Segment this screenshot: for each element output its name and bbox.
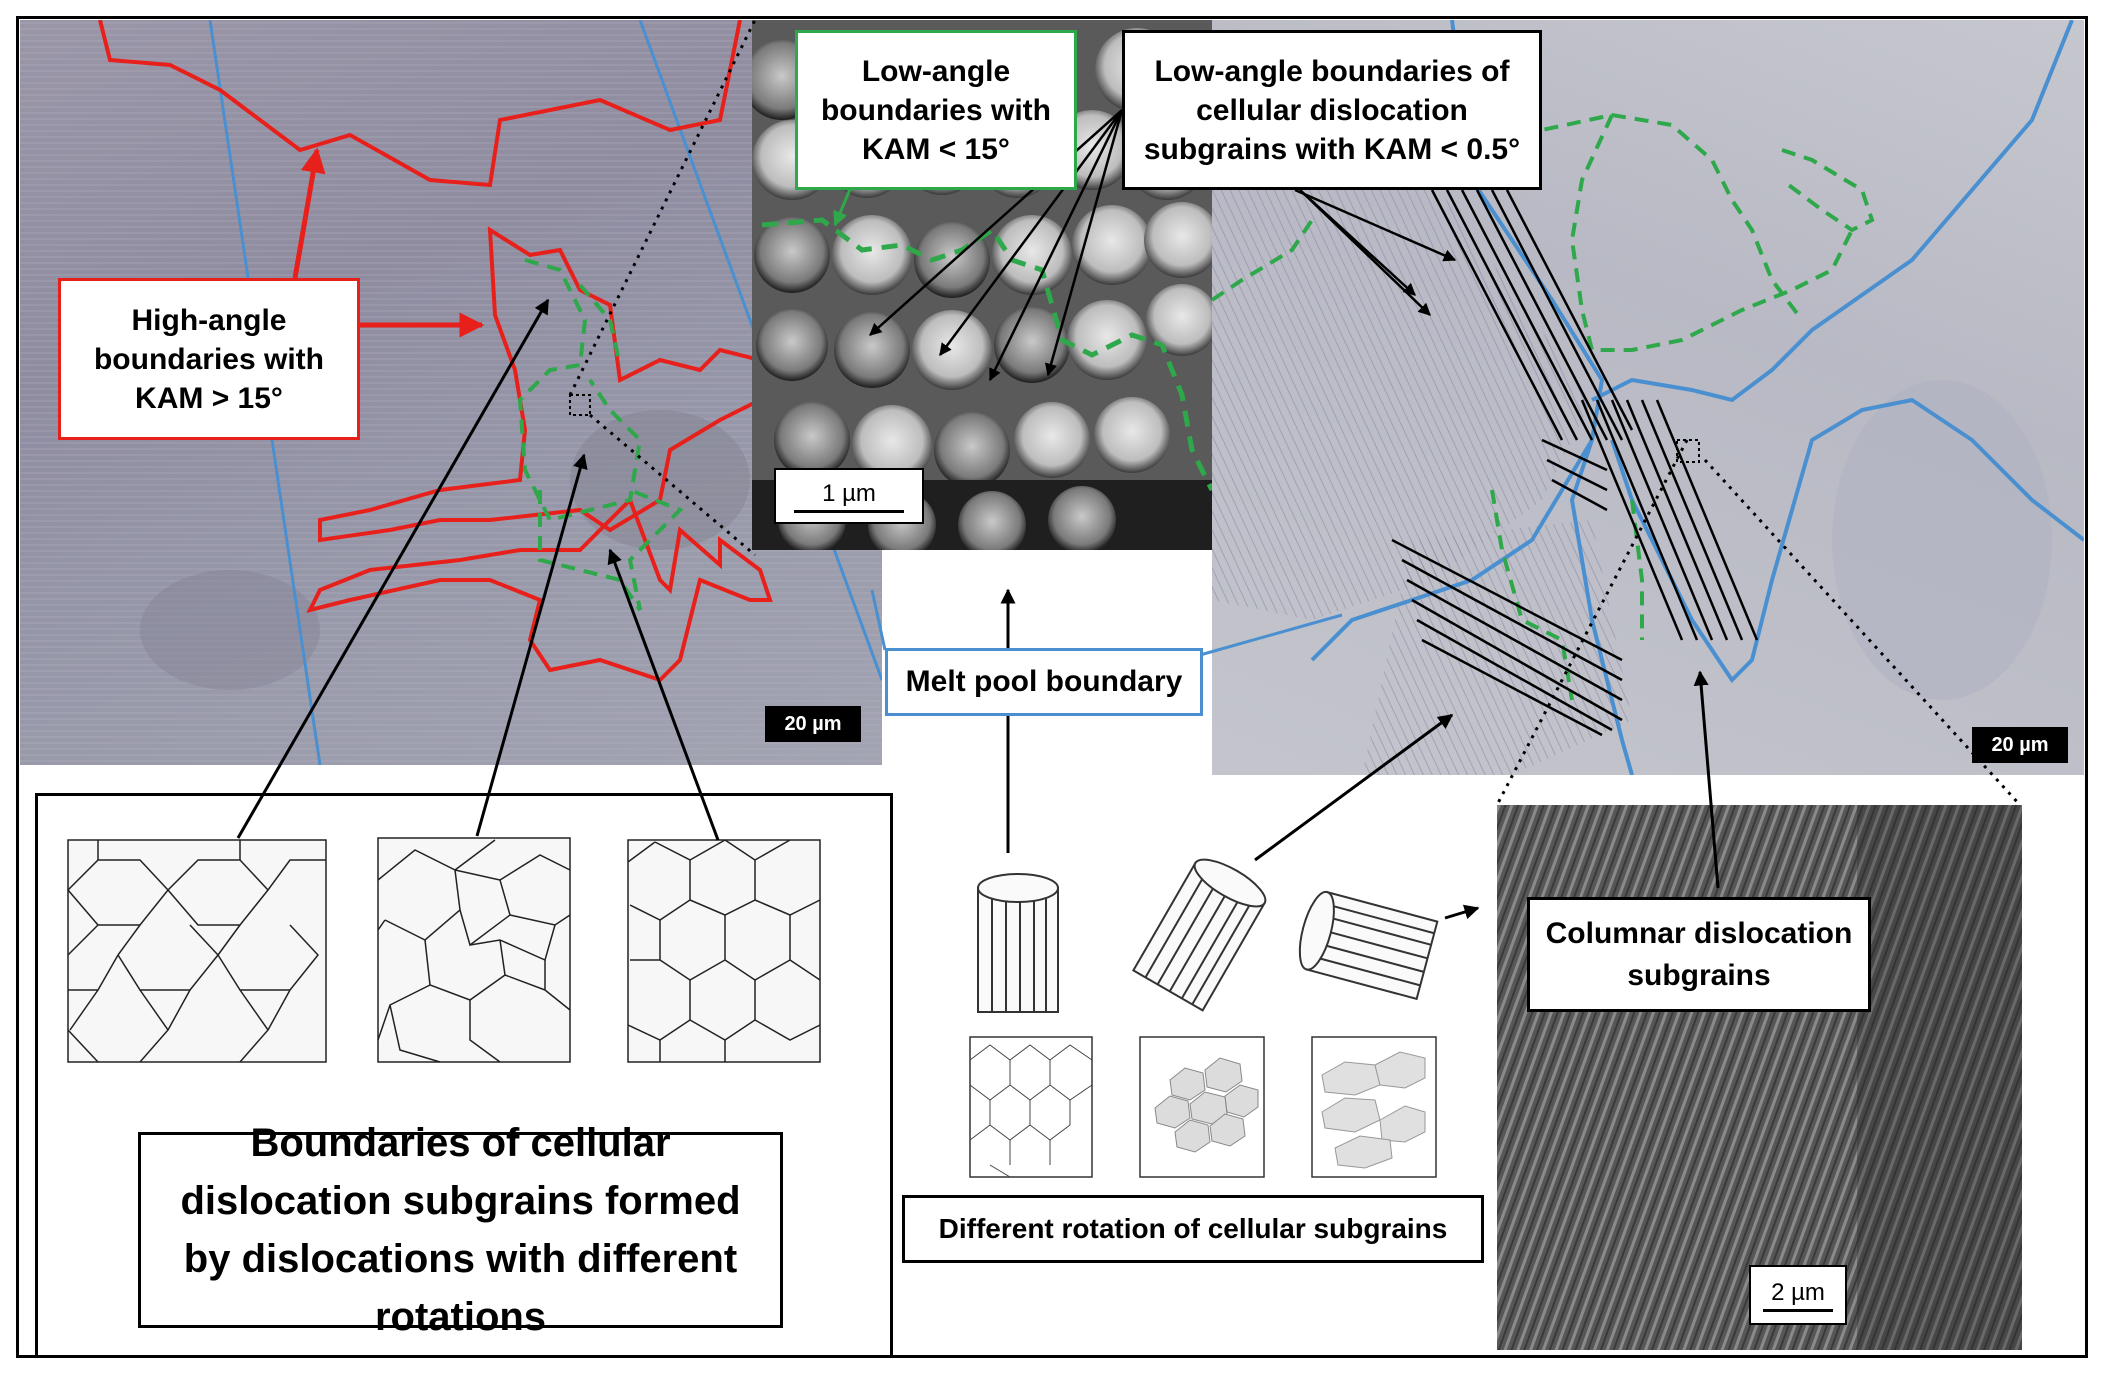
cylinder-bundle-tilted <box>1131 858 1267 1012</box>
cross-section-horizontal <box>1311 1036 1437 1178</box>
low-angle-boundary-tem <box>761 217 1212 492</box>
melt-pool-line <box>1610 397 2084 684</box>
right-micrograph-overlay <box>1212 20 2084 775</box>
high-angle-boundary <box>318 226 822 543</box>
cylinder-bundle-horizontal <box>1298 890 1439 1001</box>
label-low-angle-kam15: Low-angle boundaries with KAM < 15° <box>795 30 1077 190</box>
arrows-rotation <box>1000 588 1720 920</box>
zoom-lines <box>568 19 2022 807</box>
scale-bar-columnar: 2 µm <box>1749 1265 1847 1325</box>
melt-pool-line <box>1569 439 1634 775</box>
selection-square <box>569 394 591 416</box>
cross-section-tilted <box>1139 1036 1265 1178</box>
label-melt-pool: Melt pool boundary <box>885 648 1203 716</box>
columnar-inset: 2 µm <box>1497 805 2022 1350</box>
high-angle-boundary <box>98 20 742 188</box>
melt-pool-pointers <box>870 589 1343 657</box>
selection-square <box>1676 439 1700 463</box>
scale-bar-label: 20 µm <box>784 712 842 735</box>
label-columnar: Columnar dislocation subgrains <box>1527 897 1871 1012</box>
label-different-rotation: Different rotation of cellular subgrains <box>902 1195 1484 1263</box>
low-angle-boundary <box>538 488 684 612</box>
hexagon-grid-shifted <box>627 839 821 1063</box>
hexagon-grid-regular <box>66 839 327 1063</box>
hexagon-grid-rotated <box>377 837 571 1063</box>
columnar-inset-image <box>1497 805 2022 1350</box>
high-angle-boundary <box>306 496 773 683</box>
low-angle-boundary <box>1569 114 1854 352</box>
left-micrograph: 20 µm <box>20 20 882 765</box>
label-cellular-rotations: Boundaries of cellular dislocation subgr… <box>138 1121 783 1339</box>
columnar-lines <box>1391 189 1759 737</box>
scale-bar-label: 20 µm <box>1991 733 2049 756</box>
low-angle-boundary <box>517 258 643 523</box>
arrows-hex-to-micrograph <box>236 298 720 841</box>
scale-bar-label: 1 µm <box>822 479 876 507</box>
cross-section-regular <box>969 1036 1093 1178</box>
scale-bar-tem: 1 µm <box>774 468 924 524</box>
scale-bar-label: 2 µm <box>1771 1278 1825 1306</box>
arrows-high-angle <box>292 147 485 338</box>
low-angle-boundary <box>1461 112 1804 322</box>
low-angle-boundary <box>1780 148 1875 233</box>
label-high-angle: High-angle boundaries with KAM > 15° <box>58 278 360 440</box>
scale-bar-left: 20 µm <box>765 706 861 742</box>
textured-region <box>1212 140 1592 620</box>
cylinder-bundle-vertical <box>977 873 1059 1013</box>
arrows-cellular-right <box>1294 188 1457 316</box>
label-low-angle-cellular: Low-angle boundaries of cellular disloca… <box>1122 30 1542 190</box>
scale-bar-right: 20 µm <box>1972 727 2068 763</box>
melt-pool-line <box>1591 20 2074 403</box>
low-angle-boundary <box>578 283 622 366</box>
arrows-cellular-tem <box>869 109 1124 382</box>
